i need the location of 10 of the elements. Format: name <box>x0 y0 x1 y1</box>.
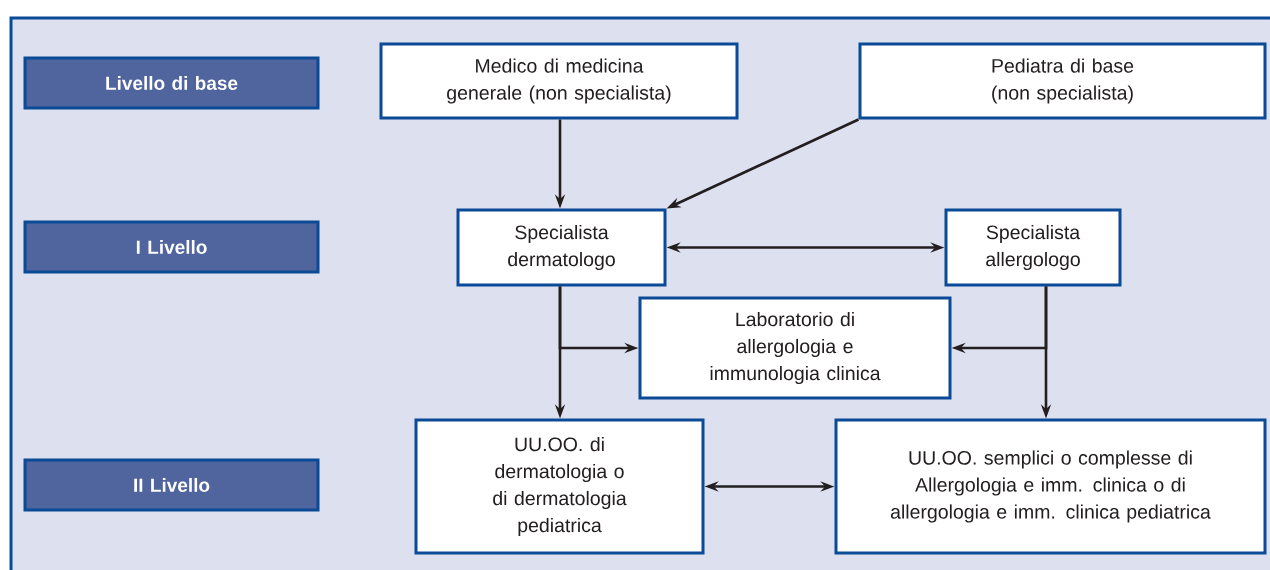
level-label: II Livello <box>23 458 320 512</box>
process-box: Specialista dermatologo <box>456 208 667 287</box>
level-label: I Livello <box>23 220 320 274</box>
process-box: UU.OO. di dermatologia o di dermatologia pediatrica <box>414 418 705 555</box>
process-box: Specialista allergologo <box>944 208 1122 287</box>
level-label: Livello di base <box>23 56 320 110</box>
process-box: Laboratorio di allergologia e immunologia clinica <box>638 296 952 400</box>
process-box: Pediatra di base (non specialista) <box>858 42 1267 120</box>
process-box: Medico di medicina generale (non specialista) <box>379 42 739 120</box>
process-box: UU.OO. semplici o complesse di Allergologia e imm. clinica o di allergologia e imm. clinica pediatrica <box>834 418 1267 555</box>
